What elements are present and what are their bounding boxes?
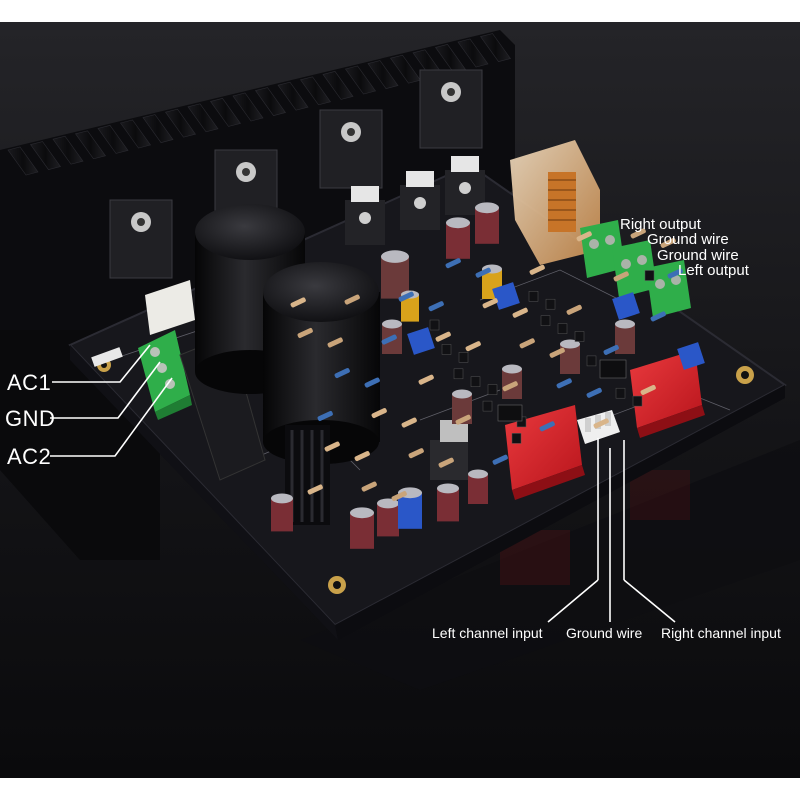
right-channel-input-label: Right channel input [661,625,781,641]
gnd-label: GND [5,406,56,431]
left-channel-input-label: Left channel input [432,625,543,641]
ground-wire-label-2: Ground wire [657,247,739,264]
ac1-label: AC1 [7,370,52,395]
ac2-label: AC2 [7,444,52,469]
left-output-label: Left output [678,262,749,279]
ground-wire-label-1: Ground wire [647,231,729,248]
right-output-label: Right output [620,216,701,233]
ground-wire-input-label: Ground wire [566,625,643,641]
